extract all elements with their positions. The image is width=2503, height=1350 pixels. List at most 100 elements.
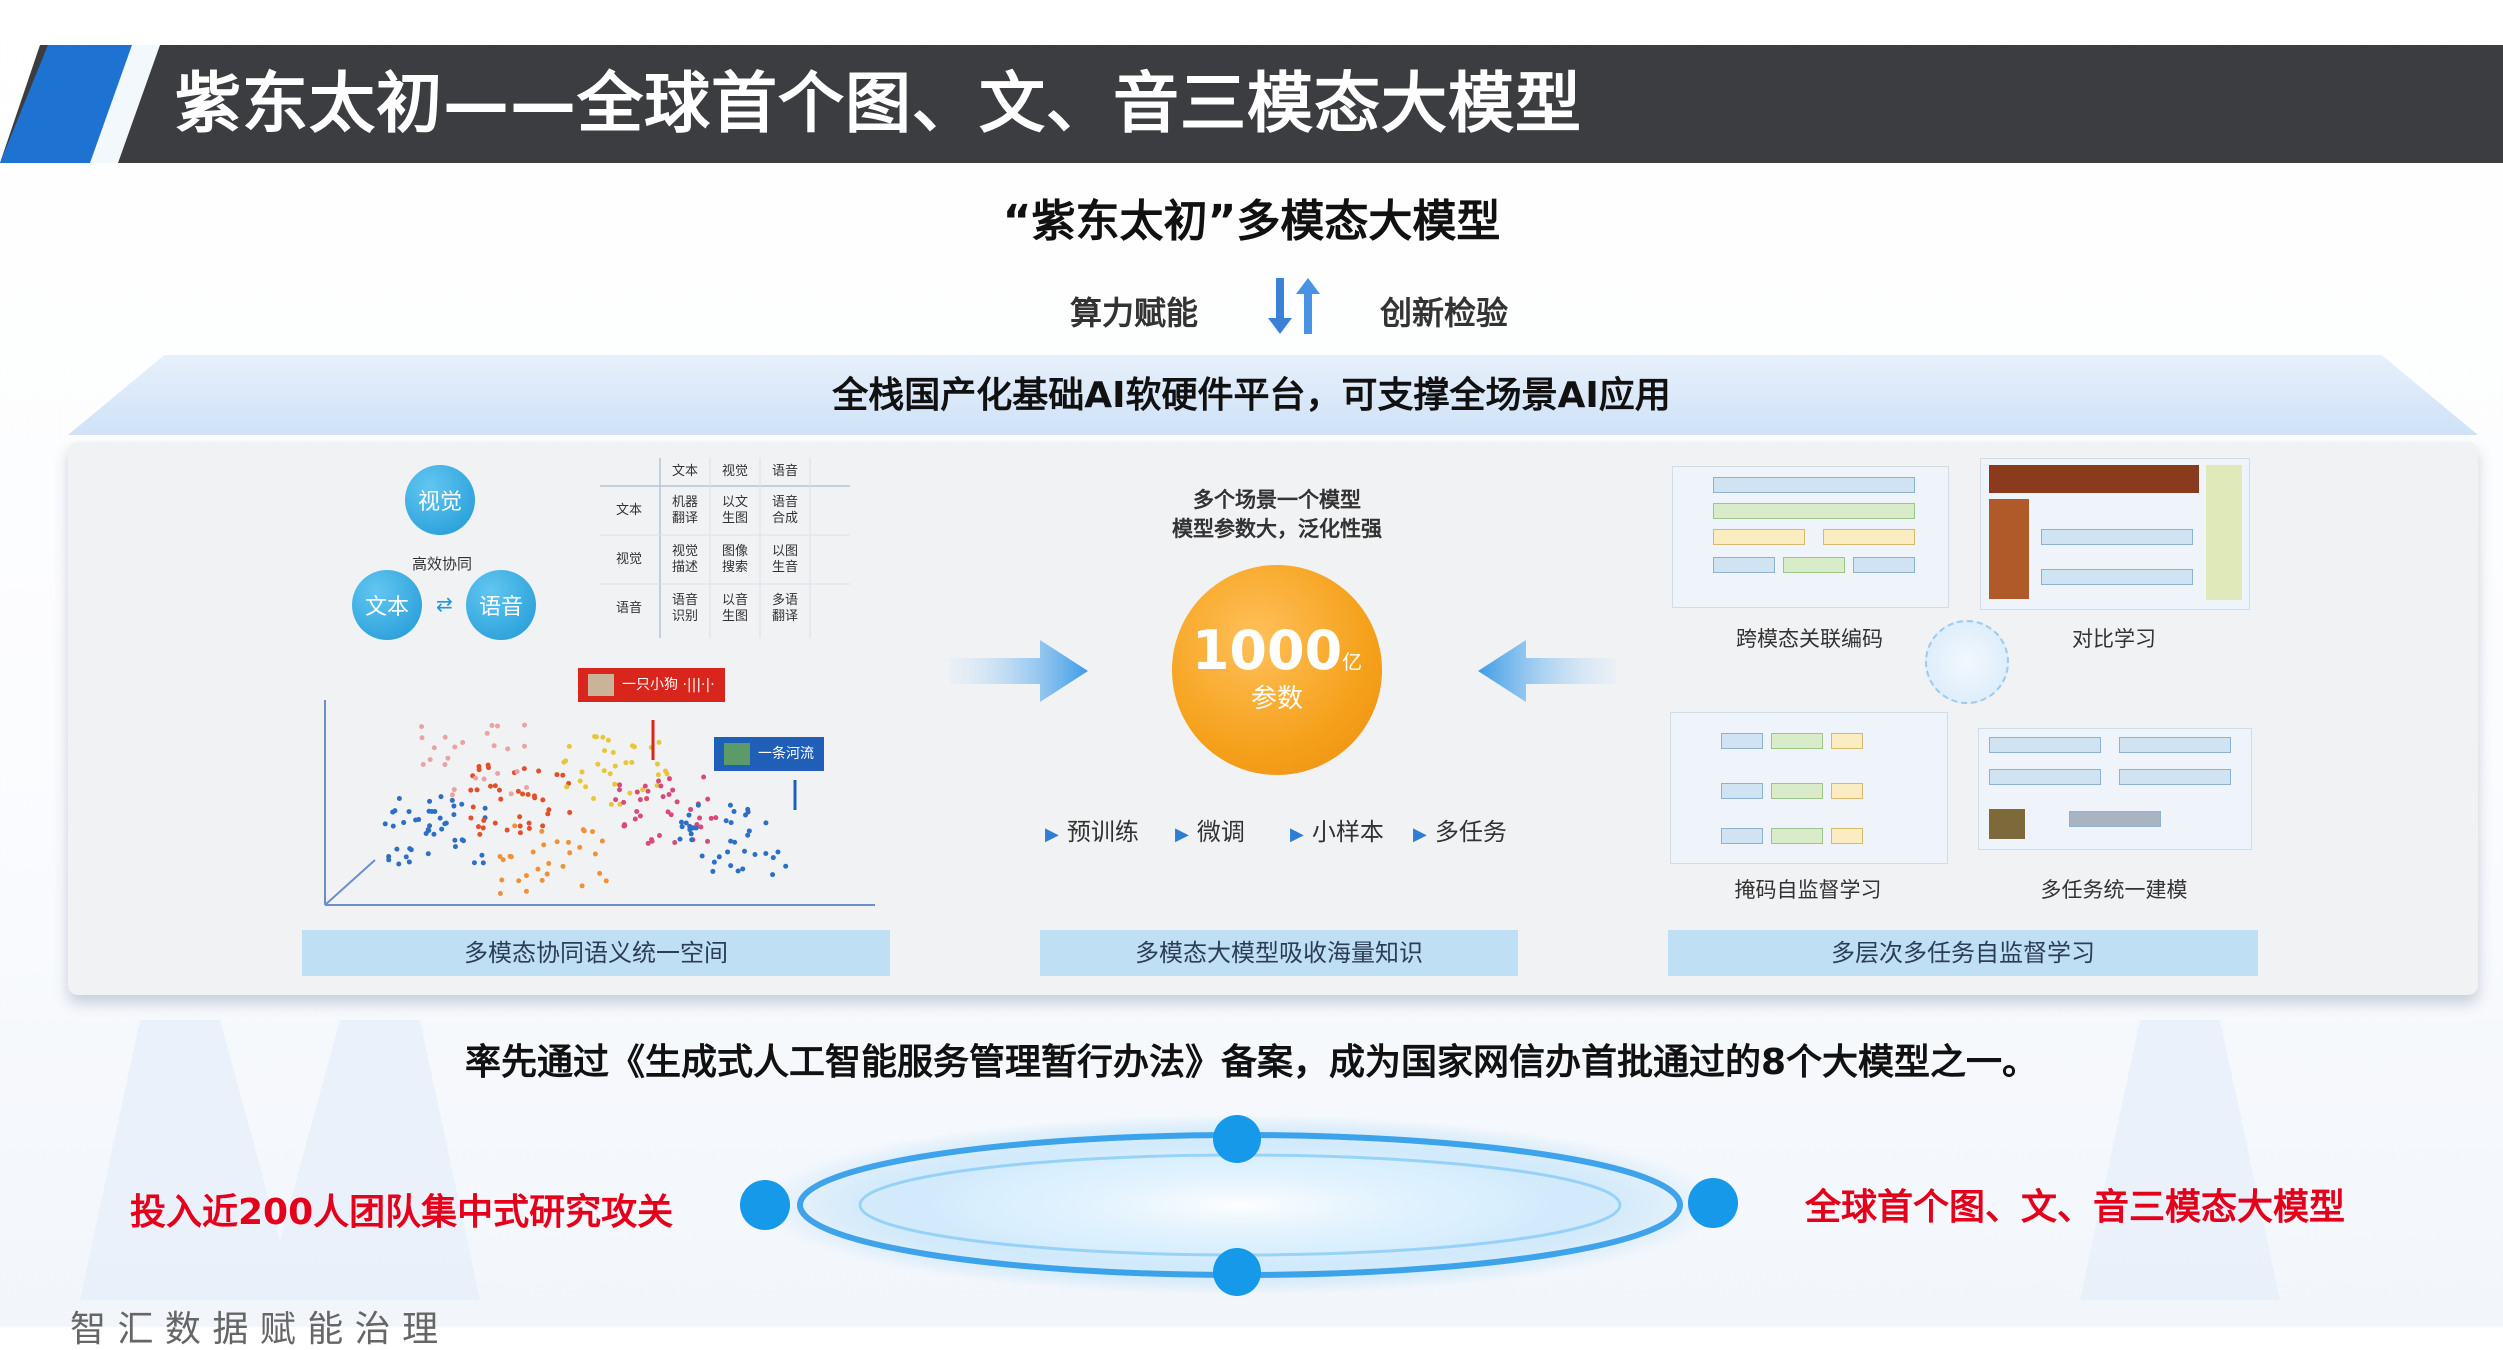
- link-left-label: 算力赋能: [1070, 294, 1199, 332]
- scatter-dot: [540, 823, 546, 829]
- table-col-header: 视觉: [721, 464, 748, 479]
- ring-node-bottom: [1213, 1248, 1261, 1296]
- scatter-dot: [716, 854, 722, 860]
- scatter-dot: [521, 766, 527, 772]
- scatter-dot: [745, 832, 751, 838]
- right-caption: 多层次多任务自监督学习: [1668, 930, 2258, 976]
- scatter-dot: [500, 857, 506, 863]
- scatter-dot: [541, 842, 547, 848]
- scatter-dot: [560, 863, 566, 869]
- exchange-arrows-icon: ⇄: [436, 592, 453, 616]
- scatter-dot: [705, 838, 711, 844]
- feature-finetune: 微调: [1175, 812, 1245, 847]
- table-cell: 图像 搜索: [721, 544, 748, 575]
- scatter-dot: [742, 848, 748, 854]
- scatter-dot: [396, 861, 402, 867]
- scatter-dot: [649, 837, 655, 843]
- center-caption: 多模态大模型吸收海量知识: [1040, 930, 1518, 976]
- scatter-dot: [554, 772, 560, 778]
- scatter-dot: [539, 828, 545, 834]
- scatter-dot: [644, 795, 650, 801]
- scatter-dot: [579, 883, 585, 889]
- scatter-dot: [634, 789, 640, 795]
- scatter-dot: [431, 831, 437, 837]
- scatter-dot: [517, 814, 523, 820]
- feature-pretrain: 预训练: [1045, 812, 1139, 847]
- center-line2: 模型参数大，泛化性强: [1172, 517, 1382, 541]
- scatter-dot: [735, 868, 741, 874]
- scatter-dot: [763, 820, 769, 826]
- scatter-dot: [595, 761, 601, 767]
- scatter-dot: [688, 806, 694, 812]
- scatter-dot: [770, 872, 776, 878]
- label-multitask: 多任务统一建模: [2040, 878, 2188, 902]
- scatter-dot: [429, 809, 435, 815]
- table-col-header: 语音: [771, 464, 798, 479]
- table-col-header: 文本: [671, 464, 698, 479]
- scatter-dot: [491, 743, 497, 749]
- scatter-dot: [683, 820, 689, 826]
- scatter-dot: [507, 853, 513, 859]
- scatter-dot: [666, 792, 672, 798]
- scatter-dot: [523, 888, 529, 894]
- scatter-dot: [701, 774, 707, 780]
- scatter-dot: [565, 839, 571, 845]
- scatter-dot: [770, 855, 776, 861]
- arrow-right-icon: [950, 636, 1090, 706]
- scatter-dot: [710, 868, 716, 874]
- scatter-dot: [479, 852, 485, 858]
- bubble-vision: 视觉: [405, 465, 475, 535]
- scatter-dot: [689, 837, 695, 843]
- scatter-dot: [688, 831, 694, 837]
- scatter-dot: [723, 818, 729, 824]
- platform-band: [68, 355, 2478, 435]
- scatter-dot: [452, 844, 458, 850]
- scatter-dot: [480, 825, 486, 831]
- scatter-dot: [601, 768, 607, 774]
- scatter-dot: [599, 838, 605, 844]
- scatter-dot: [545, 811, 551, 817]
- scatter-dot: [451, 812, 457, 818]
- scatter-dot: [705, 796, 711, 802]
- scatter-dot: [655, 772, 661, 778]
- scatter-dot: [561, 759, 567, 765]
- scatter-dot: [477, 831, 483, 837]
- scatter-dot: [616, 787, 622, 793]
- scatter-dot: [535, 866, 541, 872]
- scatter-dot: [600, 734, 606, 740]
- scatter-dot: [752, 852, 758, 858]
- scatter-dot: [670, 787, 676, 793]
- scatter-dot: [679, 824, 685, 830]
- scatter-dot: [487, 783, 493, 789]
- table-row-header: 语音: [615, 601, 642, 616]
- scatter-dot: [452, 837, 458, 843]
- scatter-dot: [645, 788, 651, 794]
- scatter-dot: [656, 778, 662, 784]
- scatter-dot: [427, 798, 433, 804]
- scatter-dot: [485, 762, 491, 768]
- scatter-dot: [394, 846, 400, 852]
- link-right-label: 创新检验: [1380, 294, 1509, 332]
- feature-fewshot: 小样本: [1290, 812, 1384, 847]
- scatter-dot: [621, 799, 627, 805]
- scatter-dot: [536, 768, 542, 774]
- scatter-dot: [612, 781, 618, 787]
- scatter-dot: [632, 816, 638, 822]
- scatter-dot: [481, 818, 487, 824]
- label-cross-modal: 跨模态关联编码: [1736, 627, 1883, 651]
- scatter-dot: [516, 878, 522, 884]
- scatter-dot: [728, 863, 734, 869]
- scatter-dot: [425, 827, 431, 833]
- scatter-dot: [523, 785, 529, 791]
- scatter-dot: [520, 791, 526, 797]
- scatter-dot: [451, 787, 457, 793]
- scatter-dot: [532, 795, 538, 801]
- scatter-dot: [494, 723, 500, 729]
- scatter-dot: [449, 797, 455, 803]
- scatter-dot: [566, 743, 572, 749]
- scatter-dot: [439, 826, 445, 832]
- team-statement: 投入近200人团队集中式研究攻关: [130, 1192, 674, 1233]
- multitask-diagram: [1978, 728, 2252, 850]
- scatter-dot: [602, 748, 608, 754]
- table-row-header: 文本: [615, 503, 642, 518]
